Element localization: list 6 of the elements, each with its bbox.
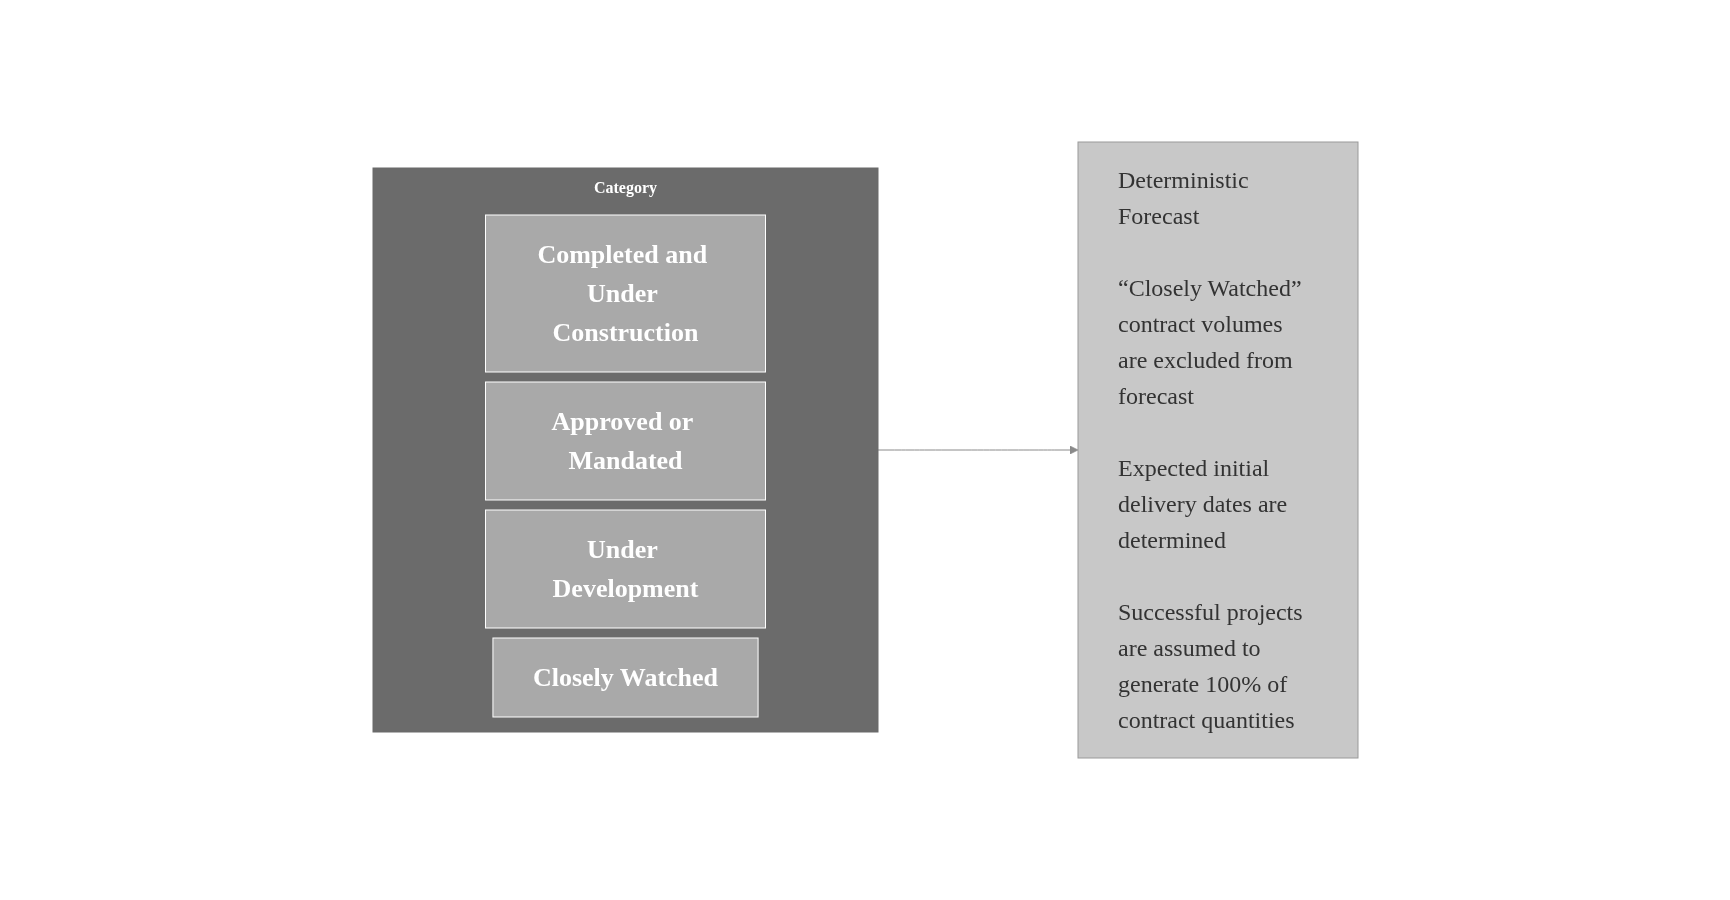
- node-box: Deterministic Forecast “Closely Watched” contract volumes are excluded from forecast Expected initial delivery dates are determined Successful projects are assumed to generate 100% of contract quantities: [1077, 141, 1358, 759]
- node-box: Completed and Under Construction: [484, 214, 766, 373]
- node-box: Approved or Mandated: [484, 381, 766, 501]
- arrow: [877, 445, 1078, 455]
- node-box: Under Development: [484, 509, 766, 629]
- node-box: Closely Watched: [491, 637, 759, 718]
